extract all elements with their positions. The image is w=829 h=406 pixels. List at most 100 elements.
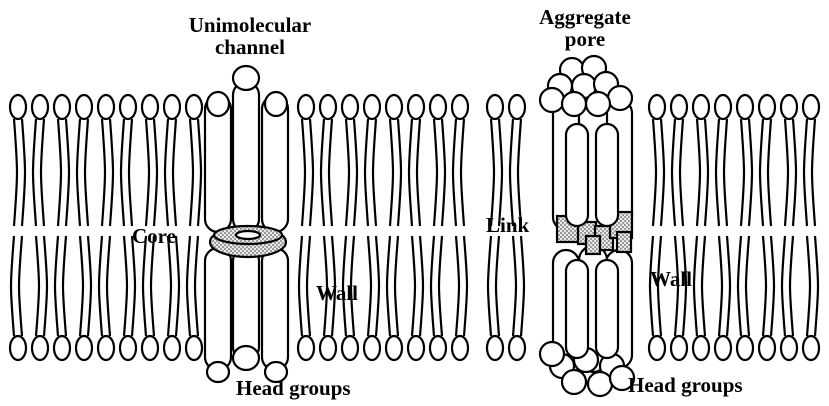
lipid-tail-bottom xyxy=(387,236,398,336)
lipid-head-top xyxy=(10,95,26,119)
channel-head xyxy=(233,346,259,370)
lipid-tail-top xyxy=(697,119,708,226)
lipid-head-bottom xyxy=(386,336,402,360)
pore-rod-front xyxy=(596,124,618,226)
lipid-head-bottom xyxy=(803,336,819,360)
lipid-tail-top xyxy=(741,119,752,226)
channel-rod xyxy=(262,248,288,370)
lipid-head-top xyxy=(342,95,358,119)
lipid-head-bottom xyxy=(186,336,202,360)
lipid-tail-top xyxy=(121,119,132,226)
lipid-head-bottom xyxy=(320,336,336,360)
lipid-tail-bottom xyxy=(431,236,442,336)
pore-rod-front xyxy=(596,260,618,358)
aggregate-title-line2: pore xyxy=(515,28,655,50)
lipid-tail-bottom xyxy=(99,236,110,336)
link-label: Link xyxy=(486,214,529,236)
lipid-head-bottom xyxy=(408,336,424,360)
unimolecular-title-line2: channel xyxy=(170,36,330,58)
lipid-tail-top xyxy=(510,119,521,226)
lipid-tail-top xyxy=(77,119,88,226)
lipid-tail-top xyxy=(14,119,25,226)
lipid-head-bottom xyxy=(737,336,753,360)
lipid-head-top xyxy=(386,95,402,119)
channel-head xyxy=(207,362,229,382)
lipid-tail-top xyxy=(491,119,502,226)
lipid-head-bottom xyxy=(452,336,468,360)
lipid-tail-top xyxy=(390,119,401,226)
channel-head xyxy=(233,66,259,90)
lipid-head-bottom xyxy=(164,336,180,360)
lipid-head-top xyxy=(298,95,314,119)
lipid-head-bottom xyxy=(76,336,92,360)
pore-head xyxy=(562,92,586,116)
lipid-head-top xyxy=(509,95,525,119)
lipid-head-bottom xyxy=(54,336,70,360)
lipid-head-bottom xyxy=(693,336,709,360)
lipid-tail-top xyxy=(365,119,376,226)
lipid-tail-top xyxy=(760,119,771,226)
channel-rod xyxy=(205,248,231,370)
lipid-tail-top xyxy=(653,119,664,226)
lipid-head-top xyxy=(781,95,797,119)
channel-rod xyxy=(233,248,259,360)
wall-label-left: Wall xyxy=(316,282,358,304)
lipid-head-bottom xyxy=(487,336,503,360)
unimolecular-channel xyxy=(205,66,288,382)
lipid-head-top xyxy=(430,95,446,119)
pore-rod-front xyxy=(566,124,588,226)
lipid-head-top xyxy=(408,95,424,119)
pore-rod-front xyxy=(566,260,588,358)
lipid-head-top xyxy=(759,95,775,119)
core-label: Core xyxy=(132,225,176,247)
head-groups-label-left: Head groups xyxy=(236,377,351,399)
lipid-tail-top xyxy=(453,119,464,226)
aggregate-pore xyxy=(540,56,634,396)
lipid-head-bottom xyxy=(509,336,525,360)
unimolecular-title-line1: Unimolecular xyxy=(170,14,330,36)
lipid-head-bottom xyxy=(671,336,687,360)
pore-link-block xyxy=(586,236,600,254)
lipid-head-top xyxy=(32,95,48,119)
lipid-tail-bottom xyxy=(513,236,524,336)
head-groups-label-right: Head groups xyxy=(628,374,743,396)
lipid-head-bottom xyxy=(298,336,314,360)
lipid-head-top xyxy=(164,95,180,119)
lipid-head-top xyxy=(649,95,665,119)
lipid-tail-bottom xyxy=(763,236,774,336)
lipid-head-bottom xyxy=(430,336,446,360)
lipid-tail-bottom xyxy=(11,236,22,336)
aggregate-pore-title: Aggregate pore xyxy=(515,6,655,50)
lipid-tail-bottom xyxy=(299,236,310,336)
lipid-head-bottom xyxy=(10,336,26,360)
lipid-tail-top xyxy=(716,119,727,226)
lipid-tail-top xyxy=(804,119,815,226)
lipid-tail-bottom xyxy=(456,236,467,336)
pore-head xyxy=(562,370,586,394)
lipid-head-bottom xyxy=(32,336,48,360)
lipid-head-bottom xyxy=(364,336,380,360)
lipid-tail-top xyxy=(321,119,332,226)
wall-label-right: Wall xyxy=(650,268,692,290)
lipid-head-top xyxy=(120,95,136,119)
lipid-tail-top xyxy=(190,119,201,226)
lipid-head-top xyxy=(737,95,753,119)
pore-head xyxy=(540,88,564,112)
lipid-tail-bottom xyxy=(807,236,818,336)
lipid-tail-bottom xyxy=(719,236,730,336)
pore-head xyxy=(540,342,564,366)
lipid-tail-top xyxy=(409,119,420,226)
lipid-head-top xyxy=(54,95,70,119)
lipid-head-top xyxy=(693,95,709,119)
lipid-tail-bottom xyxy=(694,236,705,336)
lipid-head-top xyxy=(452,95,468,119)
lipid-tail-top xyxy=(146,119,157,226)
channel-head xyxy=(265,92,287,116)
lipid-head-top xyxy=(320,95,336,119)
lipid-tail-bottom xyxy=(124,236,135,336)
lipid-head-bottom xyxy=(120,336,136,360)
lipid-tail-top xyxy=(672,119,683,226)
lipid-tail-bottom xyxy=(80,236,91,336)
unimolecular-channel-title: Unimolecular channel xyxy=(170,14,330,58)
